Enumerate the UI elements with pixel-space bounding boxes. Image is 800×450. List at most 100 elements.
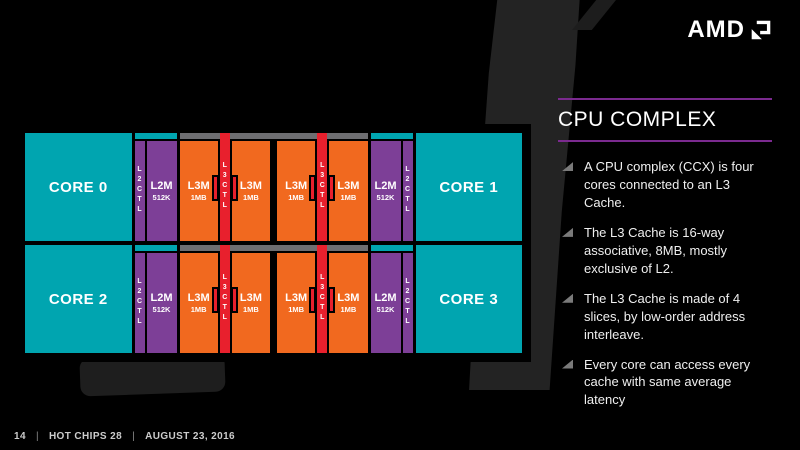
l2-top-strip bbox=[370, 133, 413, 139]
l3m-name: L3M bbox=[337, 292, 360, 305]
l3-divider bbox=[272, 141, 275, 241]
list-item: A CPU complex (CCX) is four cores connec… bbox=[562, 158, 772, 212]
l3-cache-slice: L3M 1MB bbox=[277, 141, 316, 241]
ccx-row-top: CORE 0 L2CTL L2M 512K L3 bbox=[25, 133, 522, 241]
l2-cache-block: L2M 512K bbox=[146, 253, 177, 353]
bullet-text: The L3 Cache is made of 4 slices, by low… bbox=[584, 290, 746, 342]
l3-controller-block: L3CTL bbox=[309, 245, 336, 353]
bullet-list: A CPU complex (CCX) is four cores connec… bbox=[558, 158, 772, 409]
bullet-text: A CPU complex (CCX) is four cores connec… bbox=[584, 159, 754, 210]
footer-separator: | bbox=[35, 431, 39, 442]
l3-cache-slice: L3M 1MB bbox=[329, 141, 368, 241]
l3ctl-connector bbox=[309, 175, 317, 201]
bullet-triangle-icon bbox=[562, 162, 573, 172]
l3ctl-connector bbox=[230, 287, 238, 313]
l2-cache-block: L2M 512K bbox=[370, 141, 401, 241]
footer-event: HOT CHIPS 28 bbox=[48, 431, 123, 442]
bullet-triangle-icon bbox=[562, 227, 573, 237]
core-label: CORE 3 bbox=[439, 290, 499, 308]
l3m-size: 1MB bbox=[190, 192, 207, 202]
title-rule-top bbox=[558, 98, 772, 100]
l2ctl-label: L2CTL bbox=[136, 166, 143, 216]
l3ctl-connector bbox=[230, 175, 238, 201]
l3-cache-slice: L3M 1MB bbox=[179, 141, 218, 241]
l3m-name: L3M bbox=[285, 180, 308, 193]
l2-group-right: L2M 512K L2CTL bbox=[370, 245, 413, 353]
footer-date: AUGUST 23, 2016 bbox=[145, 431, 236, 442]
amd-logo: AMD bbox=[687, 18, 772, 42]
l2m-size: 512K bbox=[152, 304, 171, 314]
l3-group: L3M 1MB L3CTL L3M 1MB L3M bbox=[179, 133, 368, 241]
bullet-triangle-icon bbox=[562, 293, 573, 303]
l2-cache-block: L2M 512K bbox=[370, 253, 401, 353]
amd-arrow-icon bbox=[751, 20, 771, 40]
l3-group: L3M 1MB L3CTL L3M 1MB L3M bbox=[179, 245, 368, 353]
l2-top-strip bbox=[370, 245, 413, 251]
l2-controller-block: L2CTL bbox=[134, 253, 145, 353]
l2m-name: L2M bbox=[150, 292, 173, 305]
page-number: 14 bbox=[14, 431, 26, 442]
bullet-text: The L3 Cache is 16-way associative, 8MB,… bbox=[584, 224, 728, 276]
l2-top-strip bbox=[134, 245, 177, 251]
l3-cache-slice: L3M 1MB bbox=[277, 253, 316, 353]
l3-top-strip bbox=[179, 245, 368, 251]
bullet-text: Every core can access every cache with s… bbox=[584, 356, 751, 408]
l3-top-strip bbox=[179, 133, 368, 139]
l3m-size: 1MB bbox=[340, 304, 357, 314]
l3m-name: L3M bbox=[239, 292, 262, 305]
l3-cache-slice: L3M 1MB bbox=[329, 253, 368, 353]
l3m-size: 1MB bbox=[288, 192, 305, 202]
l3-divider bbox=[272, 253, 275, 353]
list-item: The L3 Cache is 16-way associative, 8MB,… bbox=[562, 224, 772, 278]
l3m-size: 1MB bbox=[242, 192, 259, 202]
l3ctl-label: L3CTL bbox=[221, 162, 229, 212]
l2m-name: L2M bbox=[374, 292, 397, 305]
l3ctl-connector bbox=[211, 287, 219, 313]
l3m-name: L3M bbox=[239, 180, 262, 193]
l2m-size: 512K bbox=[152, 192, 171, 202]
l2m-size: 512K bbox=[376, 192, 395, 202]
l2ctl-label: L2CTL bbox=[136, 278, 143, 328]
l2-controller-block: L2CTL bbox=[402, 253, 413, 353]
amd-logo-text: AMD bbox=[687, 16, 745, 43]
list-item: Every core can access every cache with s… bbox=[562, 356, 772, 410]
l3m-size: 1MB bbox=[190, 304, 207, 314]
core-3-block: CORE 3 bbox=[415, 245, 522, 353]
core-2-block: CORE 2 bbox=[25, 245, 132, 353]
l3-cache-slice: L3M 1MB bbox=[231, 253, 270, 353]
slide-footer: 14 | HOT CHIPS 28 | AUGUST 23, 2016 bbox=[14, 431, 235, 442]
l2m-name: L2M bbox=[150, 180, 173, 193]
l3ctl-label: L3CTL bbox=[318, 162, 326, 212]
l3ctl-connector bbox=[328, 287, 336, 313]
core-1-block: CORE 1 bbox=[415, 133, 522, 241]
l3m-name: L3M bbox=[187, 180, 210, 193]
ccx-row-bottom: CORE 2 L2CTL L2M 512K L3 bbox=[25, 245, 522, 353]
page-title: CPU COMPLEX bbox=[558, 108, 717, 131]
l3m-name: L3M bbox=[285, 292, 308, 305]
content-panel: CPU COMPLEX A CPU complex (CCX) is four … bbox=[558, 98, 772, 421]
l3m-size: 1MB bbox=[242, 304, 259, 314]
l2m-size: 512K bbox=[376, 304, 395, 314]
core-label: CORE 0 bbox=[48, 178, 108, 196]
l3-cache-slice: L3M 1MB bbox=[179, 253, 218, 353]
l3-controller-block: L3CTL bbox=[309, 133, 336, 241]
l2-cache-block: L2M 512K bbox=[146, 141, 177, 241]
l2-controller-block: L2CTL bbox=[402, 141, 413, 241]
l3m-name: L3M bbox=[337, 180, 360, 193]
l2-controller-block: L2CTL bbox=[134, 141, 145, 241]
l2-group-right: L2M 512K L2CTL bbox=[370, 133, 413, 241]
l3m-size: 1MB bbox=[340, 192, 357, 202]
title-rule-bottom bbox=[558, 140, 772, 143]
l3ctl-connector bbox=[328, 175, 336, 201]
l3ctl-connector bbox=[211, 175, 219, 201]
l2m-name: L2M bbox=[374, 180, 397, 193]
ccx-diagram: CORE 0 L2CTL L2M 512K L3 bbox=[16, 124, 531, 362]
l3-cache-slice: L3M 1MB bbox=[231, 141, 270, 241]
l2-group-left: L2CTL L2M 512K bbox=[134, 133, 177, 241]
l3ctl-label: L3CTL bbox=[221, 274, 229, 324]
core-0-block: CORE 0 bbox=[25, 133, 132, 241]
footer-separator: | bbox=[132, 431, 136, 442]
l3m-size: 1MB bbox=[288, 304, 305, 314]
list-item: The L3 Cache is made of 4 slices, by low… bbox=[562, 290, 772, 344]
l2-top-strip bbox=[134, 133, 177, 139]
